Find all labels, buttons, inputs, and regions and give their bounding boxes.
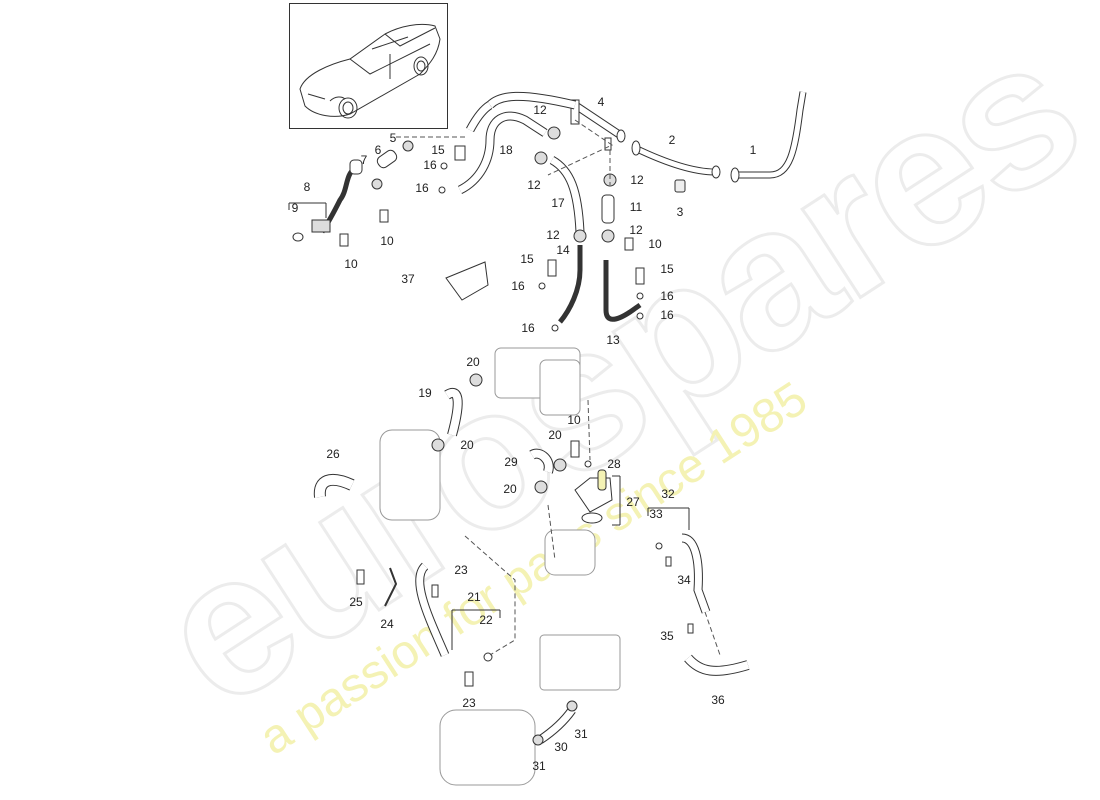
callout-34[interactable]: 34: [677, 573, 691, 587]
callout-5[interactable]: 5: [389, 131, 397, 145]
callout-24[interactable]: 24: [380, 617, 394, 631]
car-icon: [299, 23, 441, 119]
t-piece-4[interactable]: [570, 99, 626, 151]
callout-23a[interactable]: 23: [454, 563, 468, 577]
clamp-7[interactable]: [371, 178, 383, 190]
callout-18[interactable]: 18: [499, 143, 513, 157]
hose-2[interactable]: [631, 140, 721, 179]
o-ring-33: [655, 542, 663, 550]
callout-7[interactable]: 7: [360, 153, 368, 167]
callout-20c[interactable]: 20: [548, 428, 562, 442]
callout-37[interactable]: 37: [401, 272, 415, 286]
bolt-35: [687, 623, 694, 634]
callout-36[interactable]: 36: [711, 693, 725, 707]
callout-22[interactable]: 22: [479, 613, 493, 627]
callout-31b[interactable]: 31: [532, 759, 546, 773]
callout-4[interactable]: 4: [597, 95, 605, 109]
bolt-23a: [431, 584, 439, 598]
callout-35[interactable]: 35: [660, 629, 674, 643]
callout-33[interactable]: 33: [649, 507, 663, 521]
callout-12c[interactable]: 12: [630, 173, 644, 187]
callout-13[interactable]: 13: [606, 333, 620, 347]
hose-18[interactable]: [457, 91, 577, 195]
callout-10c[interactable]: 10: [648, 237, 662, 251]
callout-16c[interactable]: 16: [511, 279, 525, 293]
callout-14[interactable]: 14: [556, 243, 570, 257]
leader-lines: [395, 119, 721, 656]
clamp-31b: [532, 734, 544, 746]
callout-9[interactable]: 9: [291, 201, 299, 215]
clamp-5[interactable]: [402, 140, 414, 152]
group-brackets: [288, 202, 690, 650]
bracket-37[interactable]: [445, 261, 489, 301]
callout-6[interactable]: 6: [374, 143, 382, 157]
callout-11[interactable]: 11: [629, 200, 643, 214]
callout-20b[interactable]: 20: [460, 438, 474, 452]
bolt-23b: [464, 671, 474, 687]
engine-housing: [379, 347, 621, 786]
callout-30[interactable]: 30: [554, 740, 568, 754]
hose-1[interactable]: [730, 91, 807, 183]
callout-10a[interactable]: 10: [380, 234, 394, 248]
tube-11[interactable]: [601, 194, 615, 224]
callout-31a[interactable]: 31: [574, 727, 588, 741]
callout-26[interactable]: 26: [326, 447, 340, 461]
pipe-14[interactable]: [558, 245, 583, 324]
callout-28[interactable]: 28: [607, 457, 621, 471]
callout-20a[interactable]: 20: [466, 355, 480, 369]
callout-16e[interactable]: 16: [660, 308, 674, 322]
callout-15a[interactable]: 15: [431, 143, 445, 157]
callout-2[interactable]: 2: [668, 133, 676, 147]
callout-12b[interactable]: 12: [527, 178, 541, 192]
callout-16b[interactable]: 16: [415, 181, 429, 195]
valve-assembly-8[interactable]: [292, 159, 363, 242]
callout-15c[interactable]: 15: [660, 262, 674, 276]
callout-23b[interactable]: 23: [462, 696, 476, 710]
hose-17[interactable]: [549, 156, 585, 233]
callout-29[interactable]: 29: [504, 455, 518, 469]
pipe-13[interactable]: [603, 260, 642, 322]
callout-8[interactable]: 8: [303, 180, 311, 194]
callout-15b[interactable]: 15: [520, 252, 534, 266]
callout-20d[interactable]: 20: [503, 482, 517, 496]
bolt-34: [665, 556, 672, 567]
clamps-20[interactable]: [431, 373, 567, 494]
callout-17[interactable]: 17: [551, 196, 565, 210]
clamps-12[interactable]: [534, 126, 617, 243]
vehicle-thumbnail: [289, 3, 448, 129]
callout-1[interactable]: 1: [749, 143, 757, 157]
sleeve-6[interactable]: [375, 148, 398, 169]
callout-12e[interactable]: 12: [629, 223, 643, 237]
callout-16a[interactable]: 16: [423, 158, 437, 172]
clamp-31a: [566, 700, 578, 712]
callout-19[interactable]: 19: [418, 386, 432, 400]
callout-16d[interactable]: 16: [660, 289, 674, 303]
callout-3[interactable]: 3: [676, 205, 684, 219]
callout-12d[interactable]: 12: [546, 228, 560, 242]
callout-32[interactable]: 32: [661, 487, 675, 501]
callout-10b[interactable]: 10: [344, 257, 358, 271]
coolant-flange-27[interactable]: [574, 460, 613, 524]
callout-21[interactable]: 21: [467, 590, 481, 604]
bolt-25: [356, 569, 365, 585]
washers-16[interactable]: [438, 162, 644, 332]
clip-3[interactable]: [674, 179, 686, 193]
callout-25[interactable]: 25: [349, 595, 363, 609]
callout-12a[interactable]: 12: [533, 103, 547, 117]
bracket-24[interactable]: [384, 567, 398, 607]
bolts[interactable]: [339, 145, 645, 458]
callout-27[interactable]: 27: [626, 495, 640, 509]
callout-16f[interactable]: 16: [521, 321, 535, 335]
o-ring-28: [584, 460, 592, 468]
o-ring-9: [292, 232, 304, 242]
callout-10d[interactable]: 10: [567, 413, 581, 427]
